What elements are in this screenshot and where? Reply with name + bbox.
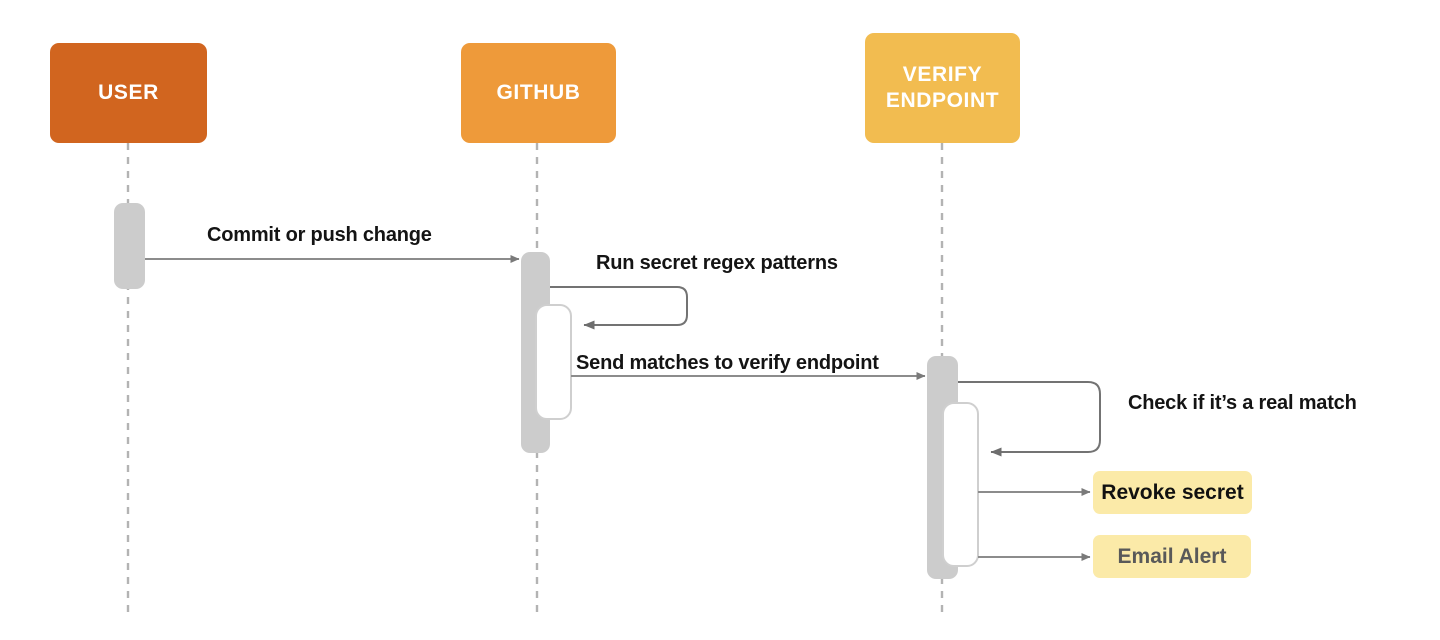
message-label-send-matches: Send matches to verify endpoint [576,352,879,374]
note-email-alert-label: Email Alert [1117,544,1227,568]
message-label-run-secret-regex: Run secret regex patterns [596,252,838,274]
activation-github-nested [535,304,572,420]
note-revoke-secret[interactable]: Revoke secret [1093,471,1252,514]
note-email-alert[interactable]: Email Alert [1093,535,1251,578]
message-label-check-real-match: Check if it’s a real match [1128,392,1357,414]
participant-verify-endpoint[interactable]: VERIFY ENDPOINT [865,33,1020,143]
participant-verify-label-line2: ENDPOINT [885,89,1000,112]
participant-github-label: GITHUB [496,81,581,105]
activation-user [114,203,145,289]
message-label-commit-or-push: Commit or push change [207,224,432,246]
participant-github[interactable]: GITHUB [461,43,616,143]
activation-bars [114,203,979,579]
selfloop-check-real-match [958,381,1101,457]
participant-user-label: USER [98,81,159,105]
activation-verify-nested [942,402,979,567]
message-arrows [145,255,1101,561]
note-revoke-secret-label: Revoke secret [1101,480,1244,504]
selfloop-run-regex [550,286,688,330]
participant-verify-label-line1: VERIFY [902,63,983,87]
participant-user[interactable]: USER [50,43,207,143]
